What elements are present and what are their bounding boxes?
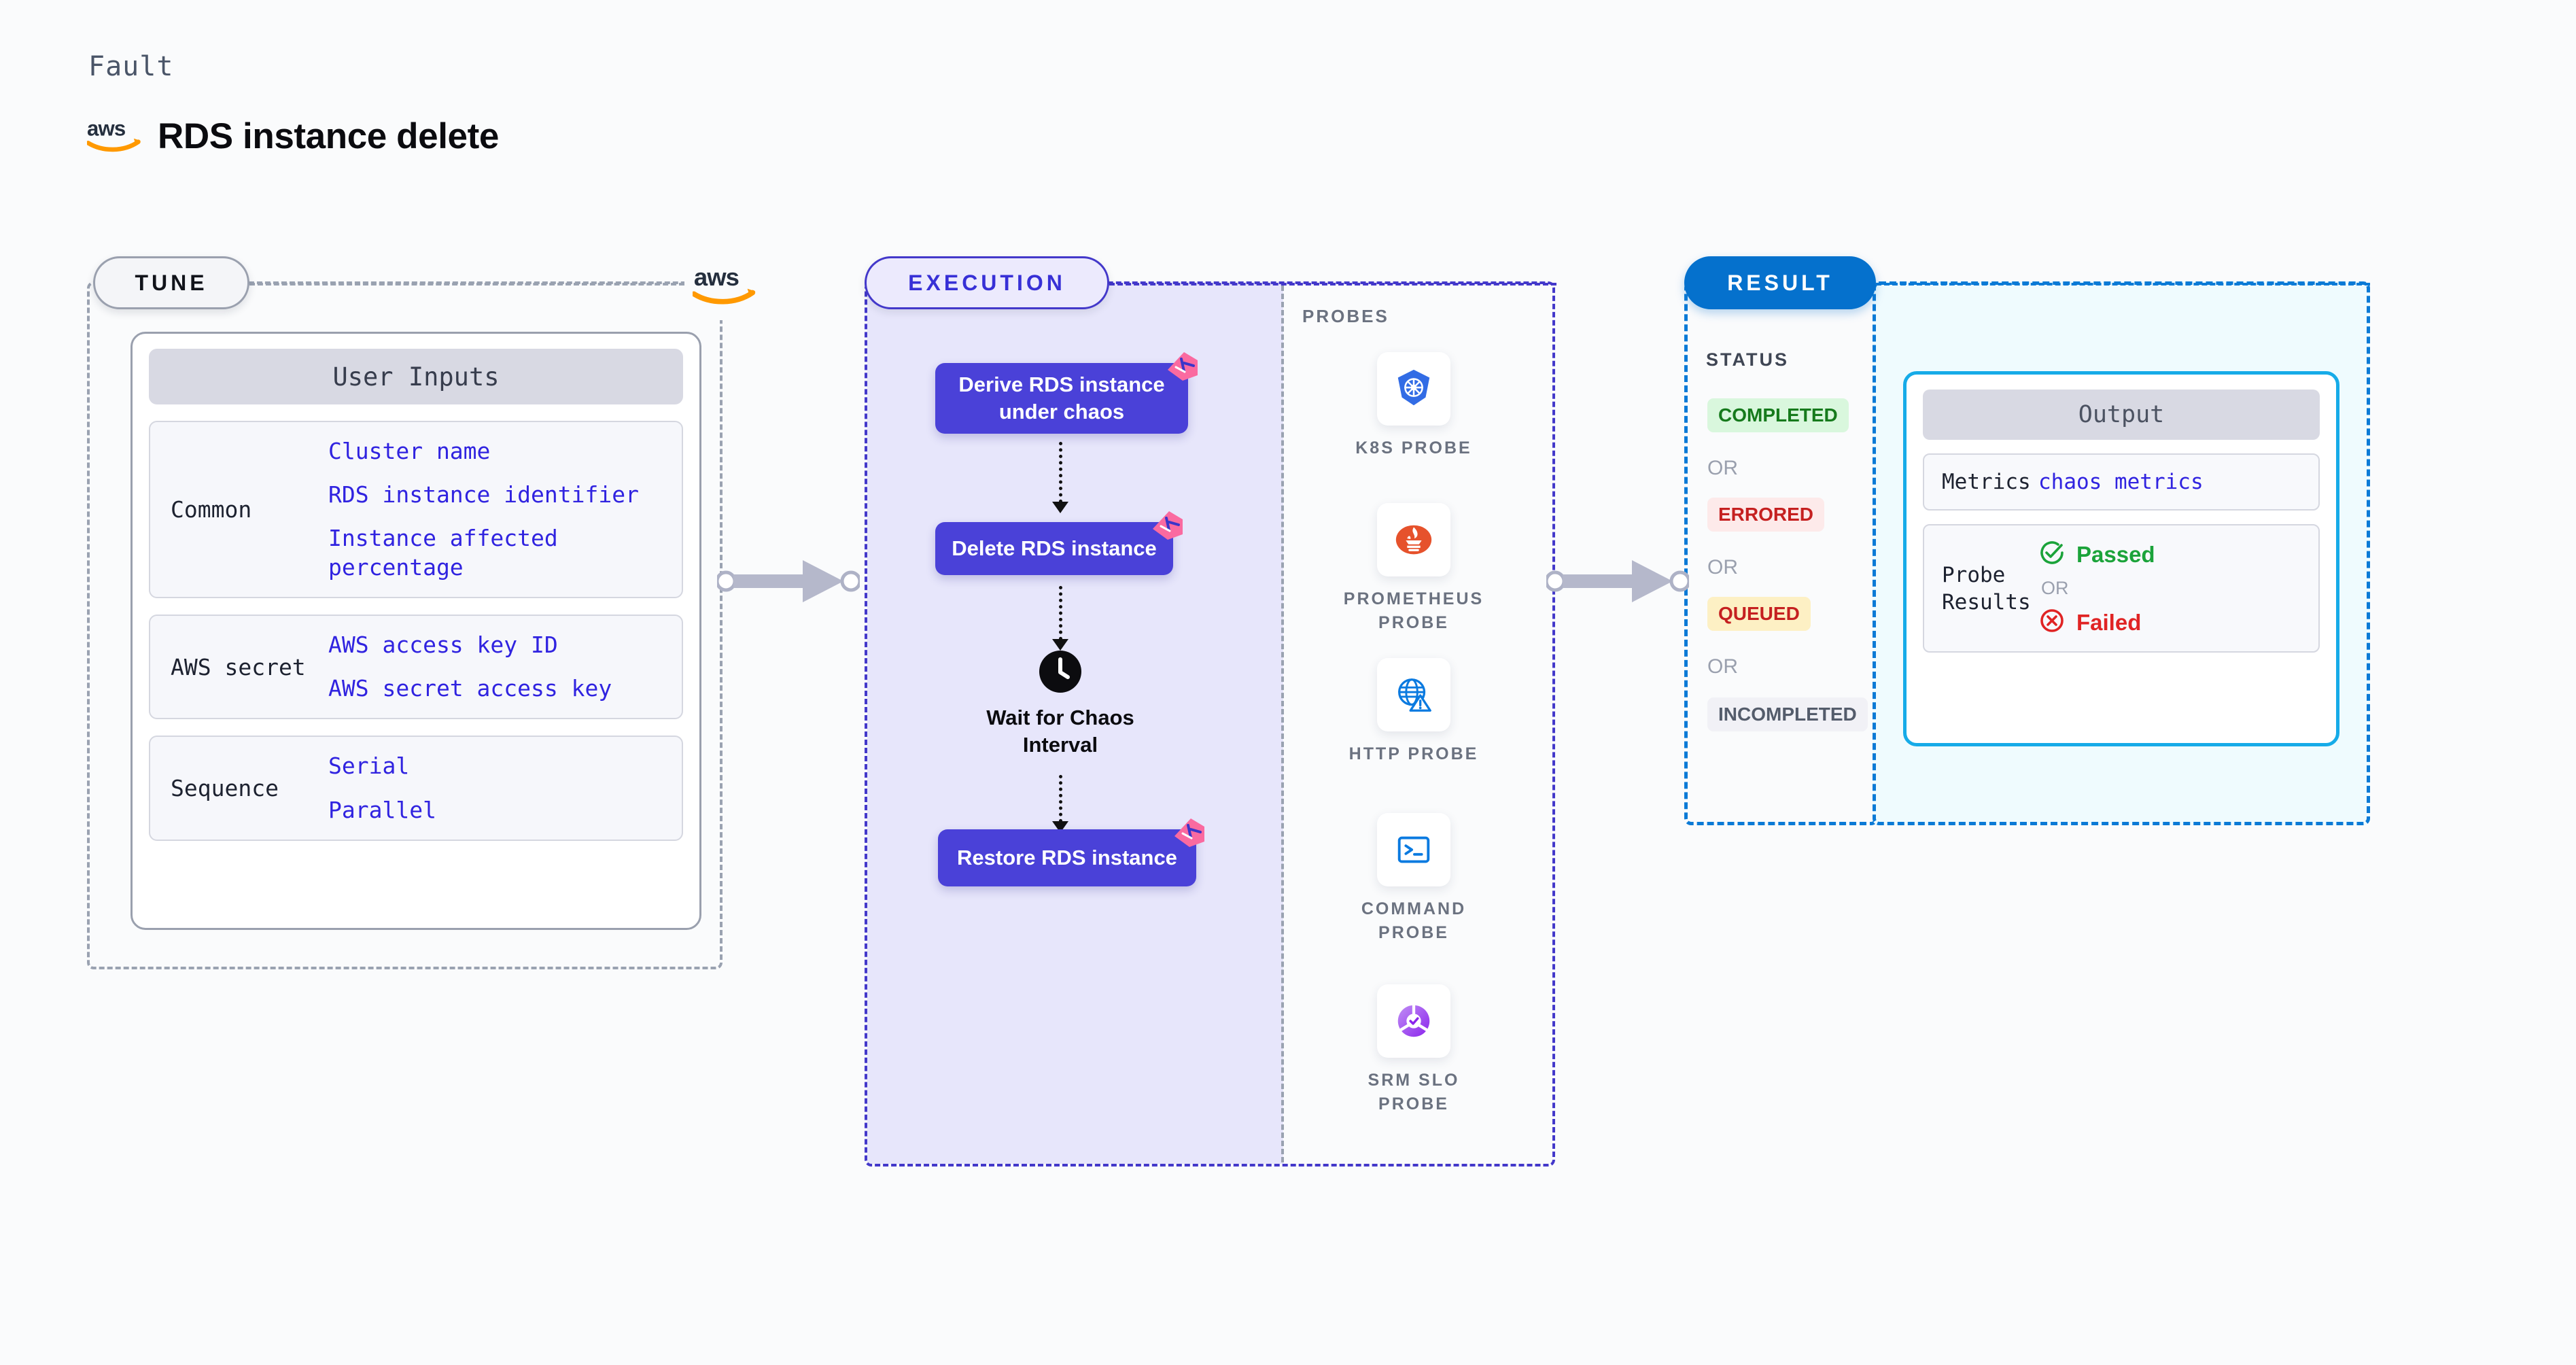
status-badge-errored: ERRORED [1707,498,1825,532]
litmus-chaos-icon [1170,816,1206,854]
wait-label: Wait for Chaos Interval [986,706,1134,757]
srm-slo-icon [1377,984,1450,1058]
probe-http[interactable]: HTTP PROBE [1332,658,1495,766]
flow-arrowhead [1052,639,1068,651]
litmus-chaos-icon [1164,349,1199,388]
passed-label: Passed [2076,541,2155,567]
probe-srm-slo[interactable]: SRM SLO PROBE [1332,984,1495,1116]
output-row-probe-results: Probe Results Passed OR [1923,524,2320,653]
execution-step-derive[interactable]: Derive RDS instance under chaos [935,363,1188,434]
input-group-label: Sequence [171,775,279,802]
probe-k8s[interactable]: K8S PROBE [1332,352,1495,460]
execution-section-pill[interactable]: EXECUTION [865,256,1109,309]
probe-command[interactable]: COMMAND PROBE [1332,813,1495,944]
x-circle-icon [2038,607,2066,638]
svg-text:aws: aws [694,263,739,291]
input-group-label: Common [171,496,252,523]
metrics-label: Metrics [1942,470,2031,494]
metrics-value[interactable]: chaos metrics [2038,470,2204,495]
flow-connector-line [1059,442,1062,503]
execution-step-wait: Wait for Chaos Interval [958,649,1162,758]
input-value[interactable]: AWS access key ID [328,631,558,658]
probe-label: HTTP PROBE [1348,744,1479,763]
execution-to-result-arrow [1544,552,1691,614]
probe-result-passed: Passed [2038,539,2155,570]
probe-label: SRM SLO PROBE [1368,1071,1460,1113]
input-value[interactable]: AWS secret access key [328,675,612,702]
flow-connector-line [1059,775,1062,823]
aws-logo-icon: aws [86,116,143,157]
probe-label: PROMETHEUS PROBE [1343,589,1484,632]
execution-step-restore[interactable]: Restore RDS instance [938,829,1196,886]
execution-leader-line [1109,283,1556,286]
user-inputs-title: User Inputs [332,362,500,392]
input-value[interactable]: Parallel [328,796,436,823]
probe-label: K8S PROBE [1355,438,1472,457]
input-group-values: Cluster name RDS instance identifier Ins… [328,437,648,582]
failed-label: Failed [2076,609,2142,635]
tune-leader-line [249,283,684,286]
probes-title: PROBES [1302,306,1389,326]
terminal-icon [1377,813,1450,886]
output-header: Output [1923,390,2320,440]
flow-arrowhead [1052,502,1068,513]
input-group-values: Serial Parallel [328,752,436,824]
user-inputs-card: User Inputs Common Cluster name RDS inst… [130,332,701,930]
or-separator: OR [1707,556,1738,578]
probe-prometheus[interactable]: PROMETHEUS PROBE [1332,503,1495,634]
aws-connector-logo-icon: aws [684,248,766,320]
page-title: RDS instance delete [158,116,499,156]
tune-to-execution-arrow [715,552,862,614]
input-value[interactable]: Serial [328,753,410,780]
flow-connector-line [1059,586,1062,640]
input-value[interactable]: RDS instance identifier [328,481,639,508]
output-row-metrics: Metrics chaos metrics [1923,453,2320,511]
status-badge-queued: QUEUED [1707,597,1811,631]
input-group-aws-secret: AWS secret AWS access key ID AWS secret … [149,614,683,720]
status-title: STATUS [1706,349,1789,370]
probe-label: COMMAND PROBE [1361,899,1467,942]
output-card: Output Metrics chaos metrics Probe Resul… [1903,371,2339,746]
or-separator: OR [1707,655,1738,678]
probes-divider [1281,286,1284,1162]
input-group-common: Common Cluster name RDS instance identif… [149,421,683,598]
globe-warning-icon [1377,658,1450,731]
result-leader-line [1876,283,2370,286]
prometheus-icon [1377,503,1450,576]
tune-section-pill[interactable]: TUNE [93,256,249,309]
status-badge-incompleted: INCOMPLETED [1707,697,1868,731]
clock-icon [1038,649,1083,697]
input-value[interactable]: Cluster name [328,438,491,464]
probe-results-label: Probe Results [1942,562,2031,615]
input-group-label: AWS secret [171,653,306,680]
page-title-row: aws RDS instance delete [86,116,499,157]
input-group-sequence: Sequence Serial Parallel [149,736,683,841]
fault-eyebrow-label: Fault [88,51,174,82]
svg-text:aws: aws [87,117,126,141]
probe-results-values: Passed OR Failed [2038,539,2155,638]
result-section-pill[interactable]: RESULT [1684,256,1876,309]
litmus-chaos-icon [1149,508,1184,547]
or-separator: OR [2041,578,2069,599]
or-separator: OR [1707,457,1738,479]
output-title: Output [2078,401,2165,428]
status-badge-completed: COMPLETED [1707,398,1849,432]
kubernetes-icon [1377,352,1450,426]
check-circle-icon [2038,539,2066,570]
input-value[interactable]: Instance affected percentage [328,525,558,581]
user-inputs-header: User Inputs [149,349,683,404]
probe-result-failed: Failed [2038,607,2155,638]
execution-step-delete[interactable]: Delete RDS instance [935,522,1173,575]
input-group-values: AWS access key ID AWS secret access key [328,631,612,703]
